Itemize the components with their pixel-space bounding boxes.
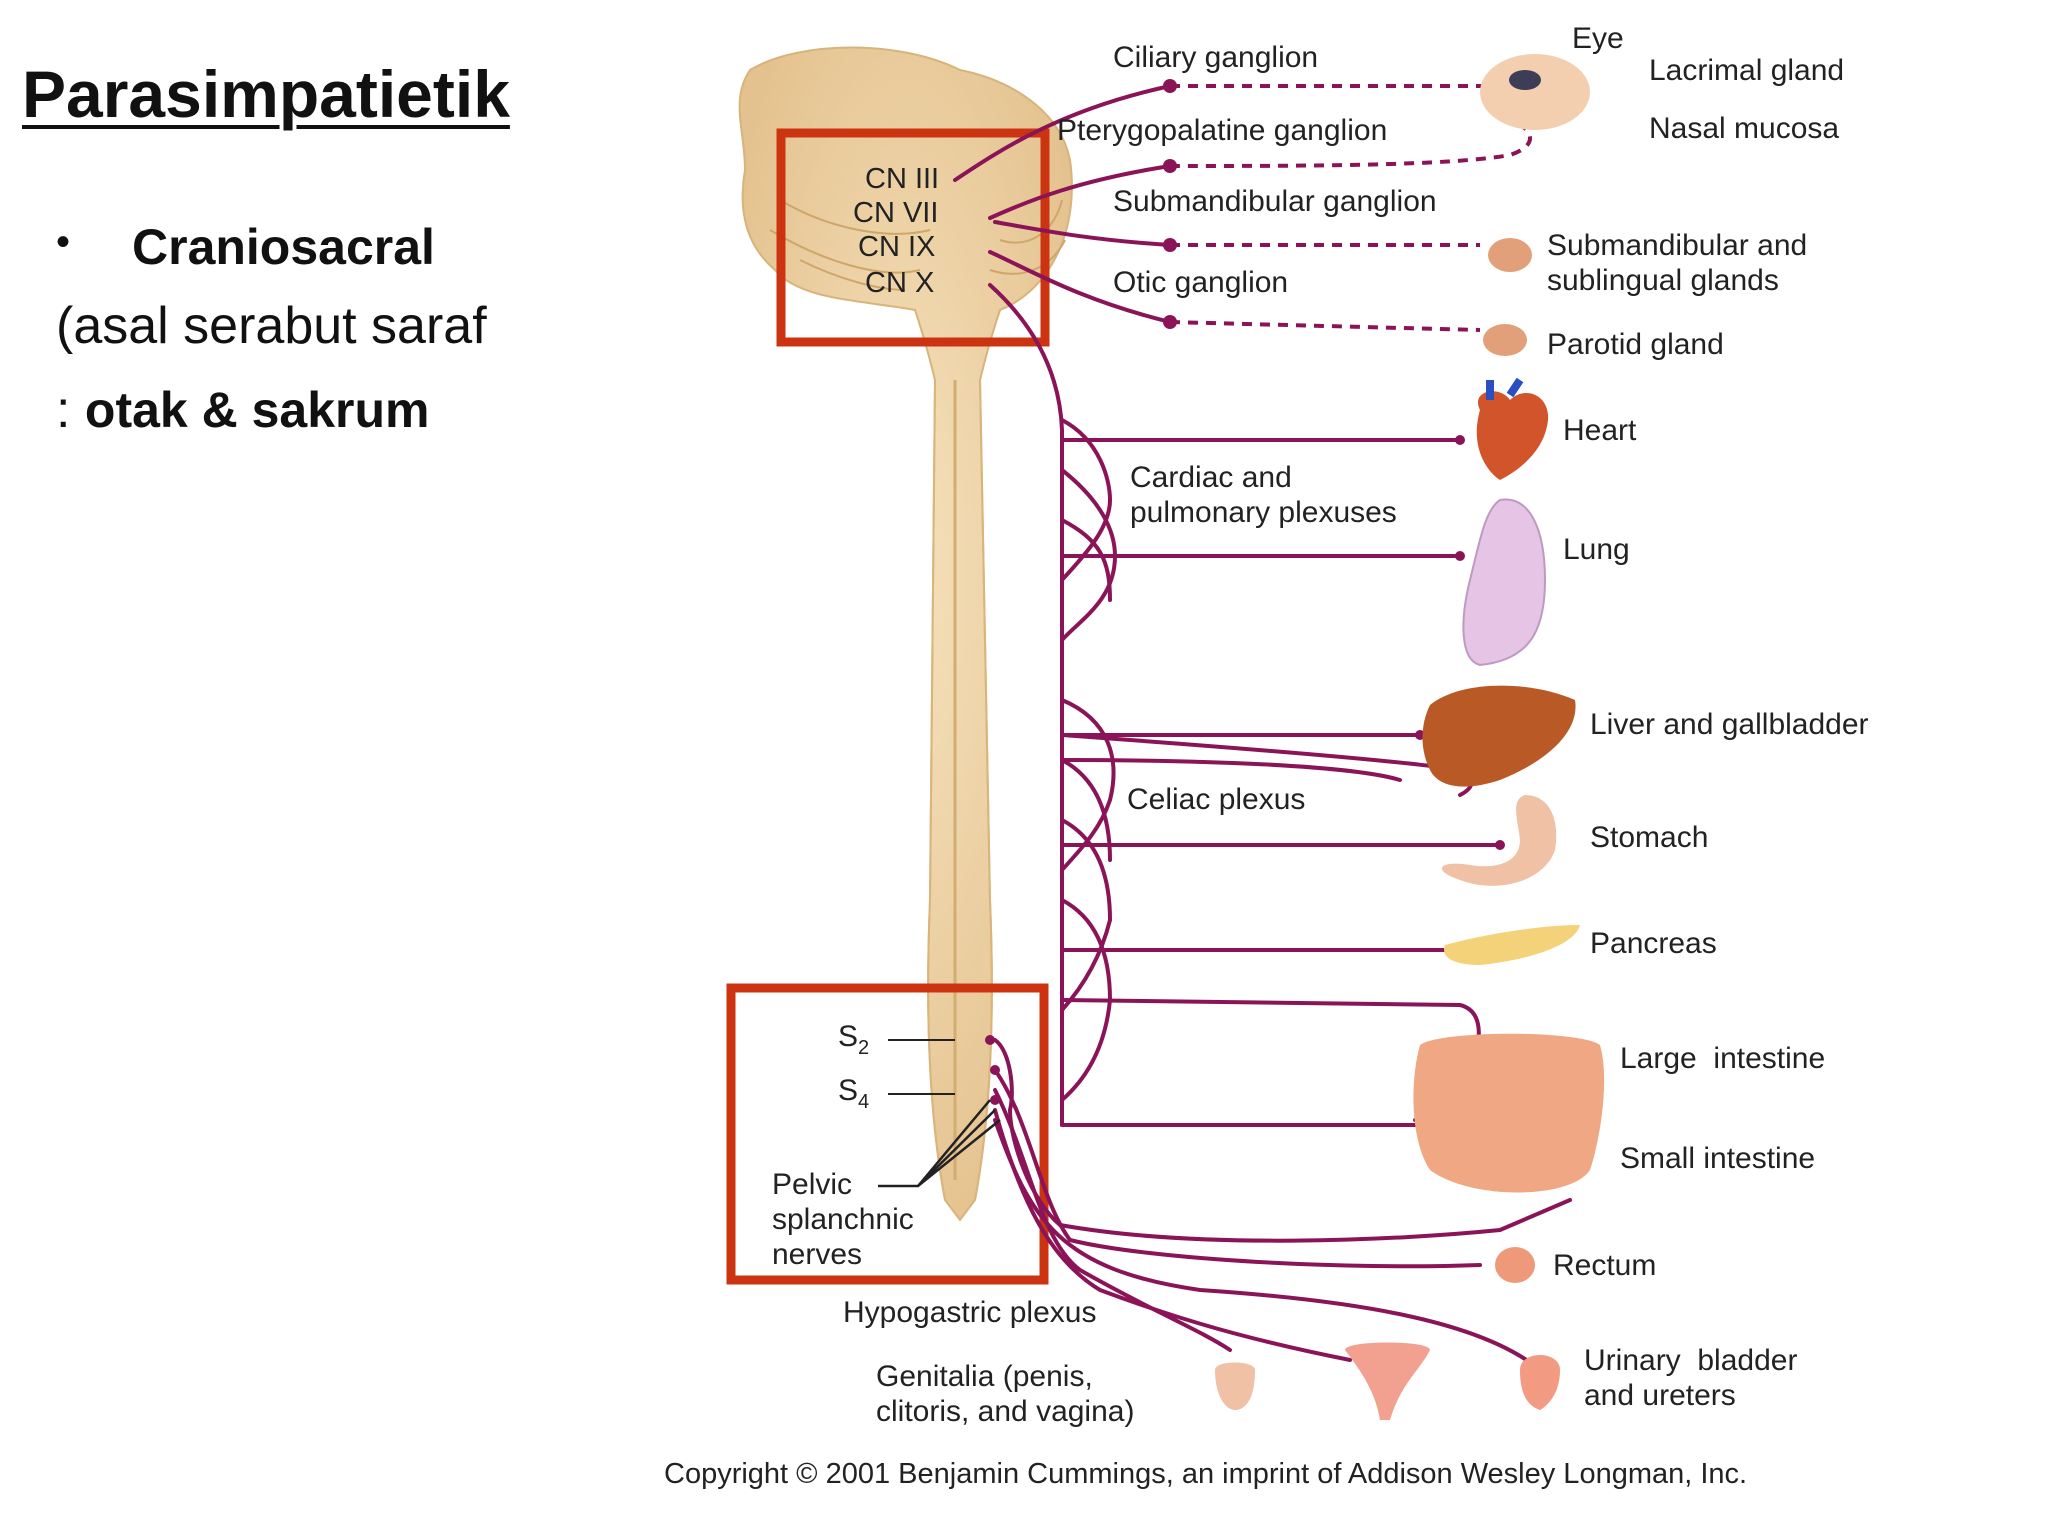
label-celiac-plexus: Celiac plexus bbox=[1127, 783, 1305, 816]
label-pulmonary-plexus: pulmonary plexuses bbox=[1130, 496, 1397, 529]
cn-label: CN IX bbox=[858, 231, 935, 263]
parotid-gland-illustration bbox=[1483, 324, 1527, 356]
label-otic-ganglion: Otic ganglion bbox=[1113, 266, 1288, 299]
rectum-illustration bbox=[1495, 1247, 1535, 1283]
label-liver: Liver and gallbladder bbox=[1590, 708, 1869, 741]
cn-label: CN X bbox=[865, 267, 934, 299]
label-sacral-s2: S2 bbox=[838, 1020, 869, 1059]
label-sacral-s4: S4 bbox=[838, 1074, 869, 1113]
cn-label: CN III bbox=[865, 163, 939, 195]
label-genitalia: Genitalia (penis, bbox=[876, 1360, 1093, 1393]
lung-illustration bbox=[1462, 498, 1547, 667]
diagram-labels: Ciliary ganglion Pterygopalatine ganglio… bbox=[664, 22, 1869, 1490]
origin-prefix: : bbox=[56, 381, 85, 439]
slide-title: Parasimpatietik bbox=[22, 57, 510, 131]
label-ureters: and ureters bbox=[1584, 1379, 1736, 1412]
salivary-gland-illustration bbox=[1488, 238, 1532, 272]
origin-bold: otak & sakrum bbox=[84, 382, 430, 438]
label-submandibular-glands: Submandibular and bbox=[1547, 229, 1807, 262]
label-urinary-bladder: Urinary bladder bbox=[1584, 1344, 1797, 1377]
bladder-illustration bbox=[1520, 1355, 1560, 1410]
origin-text: (asal serabut saraf bbox=[56, 297, 487, 355]
label-ciliary-ganglion: Ciliary ganglion bbox=[1113, 41, 1318, 74]
label-pelvic: Pelvic bbox=[772, 1168, 852, 1201]
cn-label: CN VII bbox=[853, 197, 938, 229]
sacral-highlight-box bbox=[726, 983, 1049, 1285]
copyright-text: Copyright © 2001 Benjamin Cummings, an i… bbox=[664, 1458, 1747, 1490]
label-nasal-mucosa: Nasal mucosa bbox=[1649, 112, 1839, 145]
intestine-illustration bbox=[1413, 1033, 1605, 1193]
label-pterygopalatine-ganglion: Pterygopalatine ganglion bbox=[1057, 114, 1387, 147]
label-small-intestine: Small intestine bbox=[1620, 1142, 1815, 1175]
label-heart: Heart bbox=[1563, 414, 1637, 447]
label-eye: Eye bbox=[1572, 22, 1624, 55]
label-pancreas: Pancreas bbox=[1590, 927, 1717, 960]
eye-illustration bbox=[1480, 54, 1590, 130]
heart-illustration bbox=[1476, 391, 1549, 480]
postganglionic-fibers bbox=[1169, 84, 1532, 1152]
label-lacrimal-gland: Lacrimal gland bbox=[1649, 54, 1844, 87]
label-large-intestine: Large intestine bbox=[1620, 1042, 1825, 1075]
uterus-illustration bbox=[1345, 1342, 1430, 1420]
label-nerves: nerves bbox=[772, 1238, 862, 1271]
label-cardiac-plexus: Cardiac and bbox=[1130, 461, 1292, 494]
label-stomach: Stomach bbox=[1590, 821, 1708, 854]
genitalia-illustration bbox=[1215, 1362, 1255, 1410]
cranial-highlight-box bbox=[776, 128, 1050, 347]
stomach-illustration bbox=[1441, 795, 1557, 886]
label-splanchnic: splanchnic bbox=[772, 1203, 914, 1236]
label-rectum: Rectum bbox=[1553, 1249, 1656, 1282]
pancreas-illustration bbox=[1444, 925, 1580, 965]
label-parotid-gland: Parotid gland bbox=[1547, 328, 1724, 361]
label-sublingual-glands: sublingual glands bbox=[1547, 264, 1779, 297]
bullet-marker: • bbox=[56, 220, 71, 264]
nerve-pathways bbox=[953, 84, 1575, 1372]
label-genitalia-continued: clitoris, and vagina) bbox=[876, 1395, 1134, 1428]
label-lung: Lung bbox=[1563, 533, 1630, 566]
label-hypogastric-plexus: Hypogastric plexus bbox=[843, 1296, 1096, 1329]
label-submandibular-ganglion: Submandibular ganglion bbox=[1113, 185, 1437, 218]
organ-illustrations bbox=[1215, 54, 1605, 1420]
origin-text-continued: : otak & sakrum bbox=[56, 380, 430, 440]
bullet-craniosacral: Craniosacral bbox=[132, 219, 435, 275]
liver-illustration bbox=[1422, 685, 1576, 787]
